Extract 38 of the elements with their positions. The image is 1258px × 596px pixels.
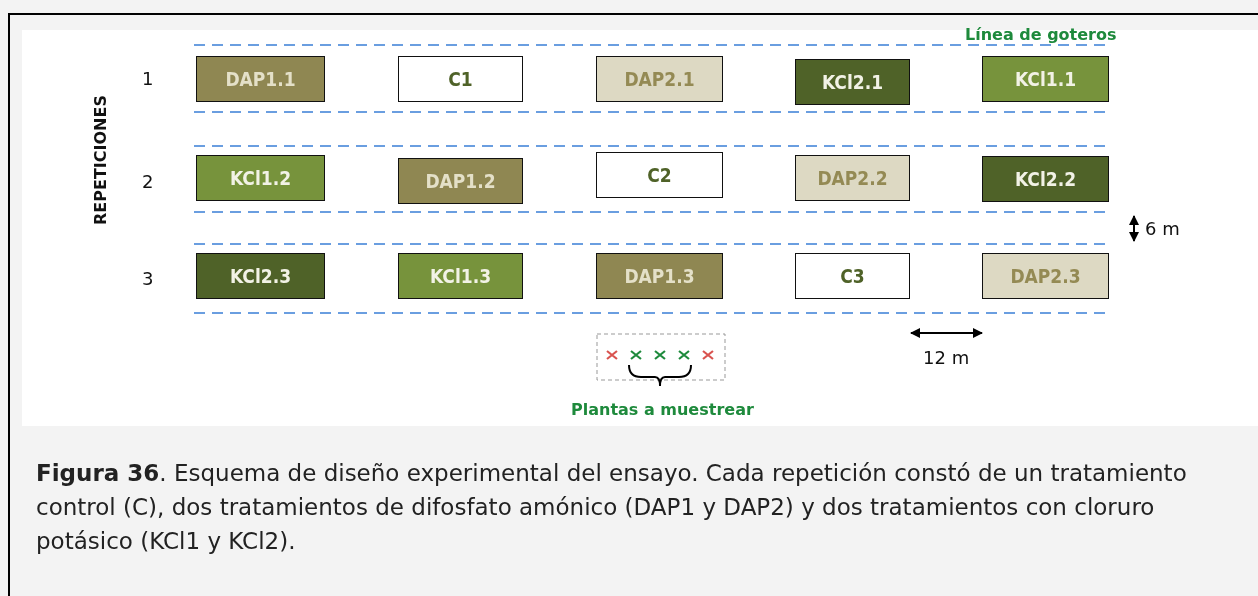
annotation-label: Plantas a muestrear — [571, 400, 754, 419]
plot-label: DAP1.2 — [425, 170, 496, 192]
plot-label: DAP2.2 — [817, 167, 888, 189]
row-number: 1 — [142, 68, 154, 89]
plot-label: KCl1.3 — [429, 265, 492, 287]
plot-box — [196, 56, 325, 102]
plot-label: DAP2.3 — [1010, 265, 1081, 287]
axis-title: REPETICIONES — [90, 95, 110, 225]
plot-label: C3 — [840, 265, 865, 287]
plot-label: KCl1.1 — [1014, 68, 1077, 90]
plot-box — [398, 253, 523, 299]
row-number: 2 — [142, 171, 154, 192]
plot-label: KCl1.2 — [229, 167, 292, 189]
plot-box — [982, 156, 1109, 202]
row-number: 3 — [142, 268, 154, 289]
plot-label: KCl2.2 — [1014, 168, 1077, 190]
plot-box — [596, 56, 723, 102]
plot-box — [795, 155, 910, 201]
plot-box — [398, 56, 523, 102]
plot-box — [596, 253, 723, 299]
plot-label: DAP1.3 — [624, 265, 695, 287]
plot-label: C1 — [448, 68, 473, 90]
plot-box — [795, 253, 910, 299]
plot-box — [398, 158, 523, 204]
plot-label: KCl2.3 — [229, 265, 292, 287]
plot-label: C2 — [647, 164, 672, 186]
plot-box — [196, 155, 325, 201]
plot-box — [795, 59, 910, 105]
dimension-label: 12 m — [923, 347, 970, 368]
plot-box — [982, 56, 1109, 102]
plot-label: DAP2.1 — [624, 68, 695, 90]
plot-label: DAP1.1 — [225, 68, 296, 90]
figure-caption: Figura 36. Esquema de diseño experimental del ensayo. Cada repetición constó de un tratamiento control (C), dos tratamientos de difosfato amónico (DAP1 y DAP2) y dos tratamientos con cloruro potásico (KCl1 y KCl2). — [36, 459, 1188, 556]
plot-box — [982, 253, 1109, 299]
plot-box — [196, 253, 325, 299]
plot-label: KCl2.1 — [821, 71, 884, 93]
dimension-label: 6 m — [1145, 218, 1180, 239]
plot-box — [596, 152, 723, 198]
